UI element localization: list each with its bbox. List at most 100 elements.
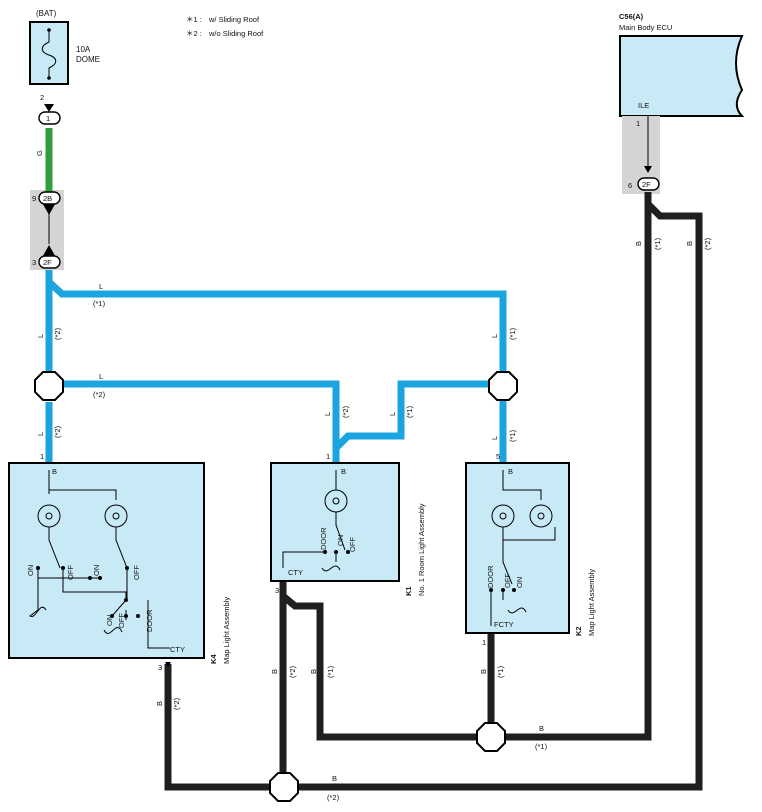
wire-label-note2-k1: (*2) (341, 405, 350, 418)
k1-box (270, 462, 400, 582)
k1-term-bottom: CTY (288, 568, 303, 577)
k4-pin-bottom: 3 (158, 663, 162, 672)
k4-sw2-off: OFF (132, 565, 141, 580)
k1-pin-bottom: 3 (275, 586, 279, 595)
k4-sw3-on: ON (105, 615, 114, 626)
wire-label-b-k4: B (155, 701, 164, 706)
k2-pin-bottom: 1 (482, 638, 486, 647)
k4-switch-dots (36, 566, 140, 618)
fuse-name: DOME (76, 55, 100, 64)
fuse-terminal-top (47, 28, 51, 32)
k4-pin-arrow-icon (165, 662, 171, 667)
wire-label-b-bottom2: B (332, 774, 337, 783)
fuse-pin: 2 (40, 93, 44, 102)
k4-sw3-off: OFF (117, 613, 126, 628)
legend-2-text: w/o Sliding Roof (208, 29, 264, 38)
pill-2f-label: 2F (43, 258, 52, 267)
fuse-rating: 10A (76, 45, 91, 54)
wire-label-note2-k4: (*2) (172, 697, 181, 710)
k4-name: Map Light Assembly (222, 597, 231, 664)
wire-label-b-k1b: B (309, 669, 318, 674)
wire-label-l-right2: L (490, 436, 499, 440)
pill-1 (38, 111, 61, 125)
junction-bottom-right (476, 722, 506, 752)
wire-label-note1-ecu: (*1) (653, 237, 662, 250)
k4-term-top: B (52, 467, 57, 476)
k1-pin-top: 1 (326, 452, 330, 461)
k2-pin-top: 5 (496, 452, 500, 461)
k4-sw1-on: ON (26, 565, 35, 576)
junction-right (488, 371, 518, 401)
wire-label-b-k1a: B (270, 669, 279, 674)
wire-label-note2-left2: (*2) (53, 425, 62, 438)
ecu-name: Main Body ECU (619, 23, 672, 32)
mid-bottom-pin: 3 (32, 258, 36, 267)
k2-off: OFF (503, 573, 512, 588)
fuse-arrow-icon (44, 104, 54, 112)
wire-black-k1-b (280, 593, 477, 741)
k2-on: ON (515, 577, 524, 588)
legend-1-text: w/ Sliding Roof (208, 15, 260, 24)
fuse-terminal-bottom (47, 76, 51, 80)
wire-label-l-mid: L (99, 372, 103, 381)
mid-top-pin: 9 (32, 194, 36, 203)
pill-2f (38, 255, 61, 269)
ecu-box (619, 35, 745, 117)
wire-black-ecu-2 (505, 200, 652, 741)
k1-switch-dots (323, 550, 350, 554)
junction-left (34, 371, 64, 401)
k4-sw2-on: ON (92, 565, 101, 576)
k2-term-top: B (508, 467, 513, 476)
wire-label-l-left1: L (36, 334, 45, 338)
k2-box (465, 462, 570, 634)
junction-bottom-left (269, 772, 299, 802)
wire-label-b-ecu2: B (685, 241, 694, 246)
wire-label-note1-jog: (*1) (405, 405, 414, 418)
k4-sw1-off: OFF (66, 565, 75, 580)
pill-ecu-2f-label: 2F (642, 180, 651, 189)
ecu-pin: 1 (636, 119, 640, 128)
mid-arrows-icon (43, 204, 55, 256)
ecu-code: C56(A) (619, 12, 644, 21)
wire-label-b-k2: B (479, 669, 488, 674)
ecu-pill-pin: 6 (628, 181, 632, 190)
wire-label-l-right1: L (490, 334, 499, 338)
k1-door: DOOR (319, 527, 328, 550)
wire-label-l-top: L (99, 282, 103, 291)
wire-blue-top (46, 279, 507, 374)
bat-label: (BAT) (36, 9, 57, 18)
k4-pin-top: 1 (40, 452, 44, 461)
wire-label-g: G (35, 150, 44, 156)
k4-sw3-door: DOOR (145, 609, 154, 632)
wire-label-note2-left1: (*2) (53, 327, 62, 340)
pill-ecu-2f (637, 177, 660, 191)
wire-black-k4 (164, 664, 270, 791)
wire-label-note1-top: (*1) (93, 299, 106, 308)
wire-label-b-ecu1: B (634, 241, 643, 246)
wire-label-l-jog: L (388, 412, 397, 416)
wire-label-b-bottom1: B (539, 724, 544, 733)
ecu-arrow-icon (644, 166, 652, 173)
wire-label-note2-bottom: (*2) (327, 793, 340, 802)
wire-label-note1-k1b: (*1) (326, 665, 335, 678)
legend-2-mark: ＊2 : (186, 29, 202, 38)
k1-name: No. 1 Room Light Assembly (417, 503, 426, 596)
wire-label-note2-ecu: (*2) (703, 237, 712, 250)
k2-door: DOOR (486, 565, 495, 588)
wire-blue-mid (62, 380, 340, 468)
k1-term-top: B (341, 467, 346, 476)
k4-box (8, 462, 205, 659)
wire-label-note2-k1a: (*2) (288, 665, 297, 678)
pill-2b (38, 191, 61, 205)
ecu-terminal: ILE (638, 101, 649, 110)
pill-1-label: 1 (46, 114, 50, 123)
wire-label-note1-right2: (*1) (508, 429, 517, 442)
wire-label-l-k1: L (323, 412, 332, 416)
k1-code: K1 (404, 586, 413, 596)
wire-label-l-left2: L (36, 432, 45, 436)
wire-label-note1-k2: (*1) (496, 665, 505, 678)
wire-label-note2-mid: (*2) (93, 390, 106, 399)
k2-name: Map Light Assembly (587, 569, 596, 636)
wire-label-note1-bottom: (*1) (535, 742, 548, 751)
